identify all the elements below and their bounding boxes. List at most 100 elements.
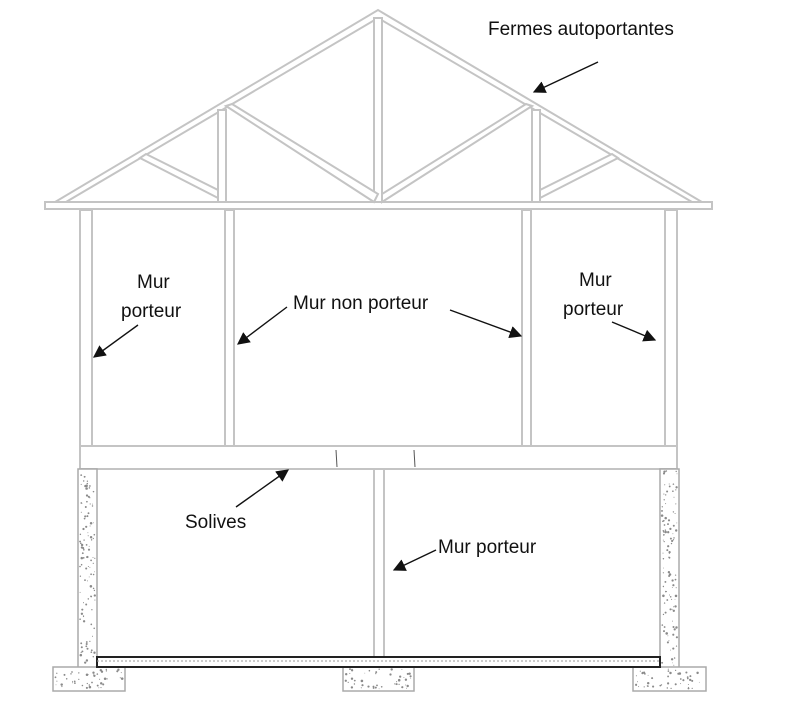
- label-bearing-wall-left-line2: porteur: [121, 301, 182, 322]
- truss-bottom-chord: [44, 201, 713, 210]
- concrete-speckle: [380, 685, 383, 688]
- concrete-speckle: [100, 687, 102, 689]
- concrete-speckle: [84, 515, 87, 518]
- concrete-speckle: [671, 598, 673, 600]
- concrete-speckle: [89, 503, 91, 505]
- concrete-speckle: [667, 523, 669, 526]
- concrete-speckle: [396, 681, 398, 683]
- concrete-speckle: [79, 542, 82, 545]
- concrete-speckle: [117, 668, 120, 671]
- concrete-speckle: [92, 503, 93, 505]
- left-bearing-wall: [79, 209, 93, 447]
- concrete-speckle: [80, 563, 83, 566]
- concrete-speckle: [408, 672, 411, 675]
- concrete-speckle: [92, 537, 94, 540]
- concrete-speckle: [687, 683, 689, 686]
- concrete-speckle: [404, 678, 408, 681]
- concrete-speckle: [74, 682, 76, 684]
- concrete-speckle: [105, 670, 108, 672]
- concrete-speckle: [98, 687, 100, 689]
- concrete-speckle: [60, 683, 63, 686]
- concrete-speckle: [99, 678, 101, 680]
- concrete-speckle: [89, 535, 93, 539]
- concrete-speckle: [661, 624, 664, 626]
- concrete-speckle: [85, 659, 89, 662]
- concrete-speckle: [696, 671, 699, 675]
- concrete-speckle: [667, 571, 671, 574]
- concrete-speckle: [668, 640, 670, 642]
- concrete-speckle: [90, 623, 93, 626]
- truss-web-right-vertical: [531, 109, 541, 203]
- concrete-speckle: [664, 580, 667, 583]
- concrete-speckle: [87, 565, 89, 568]
- concrete-speckle: [674, 669, 677, 672]
- concrete-speckle: [672, 620, 673, 622]
- concrete-speckle: [673, 496, 675, 498]
- concrete-speckle: [665, 470, 668, 472]
- concrete-speckle: [669, 608, 672, 611]
- label-joists: Solives: [185, 512, 246, 533]
- concrete-speckle: [87, 512, 90, 515]
- center-bearing-wall: [373, 468, 385, 658]
- concrete-speckle: [662, 552, 664, 554]
- concrete-speckle: [685, 671, 688, 674]
- concrete-speckle: [105, 668, 108, 671]
- concrete-speckle: [81, 650, 84, 653]
- concrete-speckle: [82, 620, 86, 623]
- joist-splice-left: [335, 449, 338, 468]
- concrete-speckle: [672, 609, 675, 612]
- label-non-bearing-wall: Mur non porteur: [293, 293, 429, 314]
- concrete-speckle: [344, 679, 347, 682]
- concrete-speckle: [675, 470, 677, 473]
- concrete-speckle: [91, 635, 94, 637]
- concrete-speckle: [673, 657, 676, 659]
- concrete-speckle: [90, 651, 93, 653]
- concrete-speckle: [85, 673, 89, 677]
- concrete-speckle: [406, 687, 408, 689]
- concrete-speckle: [668, 574, 671, 578]
- concrete-speckle: [85, 645, 88, 648]
- concrete-speckle: [92, 671, 95, 674]
- concrete-speckle: [659, 684, 662, 687]
- concrete-speckle: [368, 669, 371, 672]
- concrete-speckle: [79, 540, 82, 543]
- concrete-speckle: [674, 578, 677, 581]
- concrete-speckle: [82, 527, 85, 531]
- concrete-speckle: [670, 649, 672, 651]
- concrete-speckle: [406, 672, 409, 675]
- concrete-speckle: [672, 533, 674, 535]
- concrete-speckle: [86, 482, 89, 485]
- concrete-speckle: [663, 470, 666, 473]
- left-foundation-wall: [77, 468, 98, 670]
- concrete-speckle: [376, 684, 378, 687]
- concrete-speckle: [93, 533, 96, 536]
- arrow-bearing-wall-left: [92, 324, 139, 358]
- right-bearing-wall: [664, 209, 678, 447]
- concrete-speckle: [84, 506, 87, 508]
- concrete-speckle: [81, 684, 84, 687]
- concrete-speckle: [92, 573, 95, 576]
- concrete-speckle: [84, 579, 86, 582]
- concrete-speckle: [120, 672, 122, 674]
- concrete-speckle: [92, 522, 94, 524]
- concrete-speckle: [82, 480, 85, 482]
- concrete-speckle: [85, 641, 88, 643]
- concrete-speckle: [409, 675, 412, 678]
- concrete-speckle: [93, 589, 96, 592]
- concrete-speckle: [663, 533, 665, 536]
- concrete-speckle: [675, 636, 678, 639]
- concrete-speckle: [88, 545, 90, 547]
- concrete-speckle: [390, 668, 393, 671]
- concrete-speckle: [349, 672, 351, 674]
- concrete-speckle: [670, 542, 673, 545]
- concrete-speckle: [687, 687, 690, 690]
- concrete-speckle: [662, 519, 665, 522]
- concrete-speckle: [89, 525, 91, 527]
- concrete-speckle: [662, 613, 665, 616]
- floor-slab: [96, 656, 661, 668]
- concrete-speckle: [349, 668, 351, 671]
- concrete-speckle: [671, 587, 673, 589]
- concrete-speckle: [672, 662, 673, 664]
- concrete-speckle: [678, 672, 682, 675]
